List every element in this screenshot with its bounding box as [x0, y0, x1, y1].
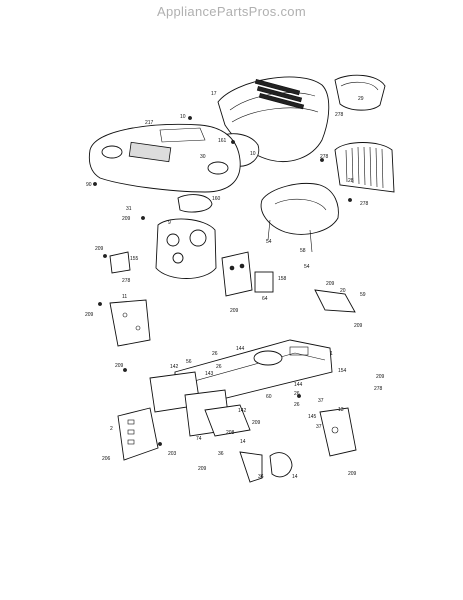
switch-assembly-part[interactable]	[221, 251, 274, 297]
label-31: 31	[126, 206, 132, 212]
label-144-b: 144	[294, 382, 303, 388]
front-bumper-part[interactable]	[117, 407, 159, 461]
grille-slots	[345, 146, 384, 189]
main-frame-part[interactable]	[149, 339, 333, 437]
label-145: 145	[308, 414, 317, 420]
label-143: 143	[205, 371, 214, 377]
label-54-a: 54	[266, 239, 272, 245]
label-26-b: 26	[216, 364, 222, 370]
watermark-text: AppliancePartsPros.com	[157, 4, 306, 19]
label-28: 28	[348, 178, 354, 184]
footrest-tray-part[interactable]	[260, 183, 339, 253]
label-208: 208	[226, 430, 235, 436]
label-209-c: 209	[326, 281, 335, 287]
label-278-e: 278	[374, 386, 383, 392]
bracket-20-part[interactable]	[314, 289, 356, 313]
label-90: 90	[86, 182, 92, 188]
label-9: 9	[168, 220, 171, 226]
label-2: 2	[110, 426, 113, 432]
label-209-e: 209	[85, 312, 94, 318]
label-14-a: 14	[240, 439, 246, 445]
label-278-a: 278	[335, 112, 344, 118]
label-209-g: 209	[115, 363, 124, 369]
label-60: 60	[266, 394, 272, 400]
steering-base-part[interactable]	[155, 194, 217, 279]
label-217: 217	[145, 120, 154, 126]
label-54-b: 54	[304, 264, 310, 270]
label-203: 203	[168, 451, 177, 457]
rear-bracket-13-part[interactable]	[319, 407, 357, 457]
label-26-a: 26	[212, 351, 218, 357]
label-158: 158	[278, 276, 287, 282]
label-209-k: 209	[198, 466, 207, 472]
label-155: 155	[130, 256, 139, 262]
label-74: 74	[196, 436, 202, 442]
axle-brackets-part[interactable]	[239, 451, 293, 483]
label-142-a: 142	[170, 364, 179, 370]
label-11: 11	[122, 294, 127, 300]
grille-part[interactable]	[334, 142, 395, 193]
label-13: 13	[338, 407, 344, 413]
label-144-a: 144	[236, 346, 245, 352]
label-278-d: 278	[122, 278, 131, 284]
label-209-d: 209	[230, 308, 239, 314]
label-154: 154	[338, 368, 347, 374]
label-160: 160	[212, 196, 221, 202]
label-278-c: 278	[360, 201, 369, 207]
label-14-b: 14	[292, 474, 298, 480]
label-209-h: 209	[376, 374, 385, 380]
callout-labels: 17 10 217 161 10 30 90 29 278 278 28 278…	[85, 91, 385, 480]
fastener-markers	[93, 116, 352, 446]
label-206: 206	[102, 456, 111, 462]
label-209-a: 209	[122, 216, 131, 222]
label-209-i: 209	[348, 471, 357, 477]
label-10: 10	[180, 114, 186, 120]
label-37-b: 37	[316, 424, 322, 430]
label-209-f: 209	[354, 323, 363, 329]
label-59: 59	[360, 292, 366, 298]
label-36-b: 36	[258, 474, 264, 480]
label-161: 161	[218, 138, 227, 144]
label-36-a: 36	[218, 451, 224, 457]
label-20: 20	[340, 288, 346, 294]
headlight-bracket-part[interactable]	[334, 74, 386, 111]
label-209-j: 209	[252, 420, 261, 426]
label-29: 29	[358, 96, 364, 102]
bracket-155-part[interactable]	[109, 251, 131, 274]
label-278-b: 278	[320, 154, 329, 160]
label-64: 64	[262, 296, 268, 302]
label-142-b: 142	[238, 408, 247, 414]
label-1: 1	[330, 351, 333, 357]
label-58: 58	[300, 248, 306, 254]
label-10-b: 10	[250, 151, 256, 157]
label-209-b: 209	[95, 246, 104, 252]
hood-grille-vents	[254, 79, 305, 110]
label-37-a: 37	[318, 398, 324, 404]
label-26-d: 26	[294, 402, 300, 408]
label-17: 17	[211, 91, 217, 97]
side-panel-11-part[interactable]	[109, 299, 151, 347]
label-30: 30	[200, 154, 206, 160]
label-26-c: 26	[294, 391, 300, 397]
label-56: 56	[186, 359, 192, 365]
dash-panel-part[interactable]	[88, 123, 241, 193]
